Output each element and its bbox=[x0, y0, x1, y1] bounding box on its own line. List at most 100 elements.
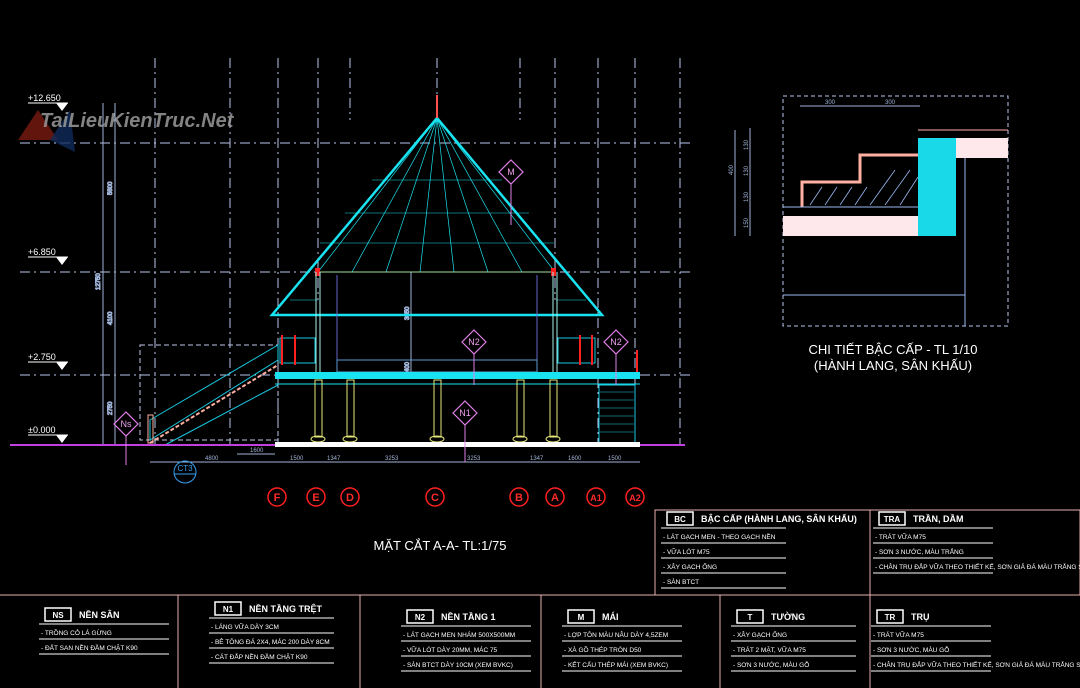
axis-bubble: E bbox=[306, 487, 326, 507]
legend-item: - SÀN BTCT DÀY 10CM (XEM BVKC) bbox=[403, 660, 513, 669]
legend-code-box bbox=[736, 609, 764, 624]
svg-text:D: D bbox=[346, 492, 354, 504]
svg-text:130: 130 bbox=[744, 191, 750, 202]
svg-text:E: E bbox=[312, 492, 319, 504]
legend-code: T bbox=[748, 613, 753, 622]
axis-bubbles: F E D C B A A1 A2 bbox=[267, 487, 645, 507]
legend-title: TƯỜNG bbox=[771, 611, 805, 622]
section-title: MẶT CẮT A-A- TL:1/75 bbox=[374, 538, 507, 553]
svg-text:1347: 1347 bbox=[530, 456, 544, 462]
legend-title: NỀN SÂN bbox=[79, 609, 120, 620]
svg-text:4100: 4100 bbox=[108, 311, 114, 325]
legend-item: - XÂY GẠCH ỐNG bbox=[663, 561, 717, 571]
legend-tra: TRA TRẦN, DẦM - TRÁT VỮA M75 - SƠN 3 NƯỚC, … bbox=[873, 511, 1080, 574]
material-tags: M N2 N2 N1 Ns bbox=[113, 159, 629, 465]
legend-item: - CHÂN TRỤ ĐẮP VỮA THEO THIẾT KẾ, SƠN GI… bbox=[873, 659, 1080, 669]
railings bbox=[279, 335, 638, 372]
svg-text:1600: 1600 bbox=[250, 448, 264, 454]
svg-text:1347: 1347 bbox=[327, 456, 341, 462]
legend-item: - SƠN 3 NƯỚC, MÀU GỖ bbox=[873, 645, 949, 654]
legend-item: - TRÁT VỮA M75 bbox=[873, 630, 924, 639]
right-stair bbox=[598, 384, 636, 444]
horizontal-dimensions: 4800 1600 1500 1347 3253 3253 1347 1600 … bbox=[150, 448, 640, 463]
vertical-dimensions: 5800 12750 4100 2750 3650 400 bbox=[96, 103, 412, 445]
legend-item: - CÁT ĐẮP NỀN ĐẦM CHẶT K90 bbox=[211, 651, 308, 661]
legend-title: TRẦN, DẦM bbox=[913, 514, 964, 524]
legend-item: - BÊ TÔNG ĐÁ 2X4, MÁC 200 DÀY 8CM bbox=[211, 637, 330, 646]
detail-subtitle: (HÀNH LANG, SÂN KHẤU) bbox=[814, 358, 972, 373]
level-marker: +12.650 bbox=[28, 93, 68, 111]
legend-item: - TRÁT VỮA M75 bbox=[875, 532, 926, 541]
legend-item: - SƠN 3 NƯỚC, MÀU GỖ bbox=[733, 660, 809, 669]
svg-text:300: 300 bbox=[885, 100, 896, 106]
legend-title: NỀN TẦNG TRỆT bbox=[249, 603, 323, 614]
legend-item: - XÀ GỒ THÉP TRÒN D50 bbox=[564, 644, 642, 654]
svg-text:150: 150 bbox=[744, 217, 750, 228]
svg-text:N1: N1 bbox=[459, 408, 471, 418]
tag-n2: N2 bbox=[461, 329, 487, 385]
svg-text:400: 400 bbox=[729, 164, 735, 175]
legend-code-box bbox=[406, 609, 434, 624]
svg-text:F: F bbox=[274, 492, 281, 504]
legend-item: - LÁT GẠCH MEN - THEO GẠCH NỀN bbox=[663, 531, 776, 541]
axis-bubble: A1 bbox=[586, 487, 606, 507]
legend-item: - TRÁT 2 MẶT, VỮA M75 bbox=[733, 645, 806, 654]
svg-text:A1: A1 bbox=[590, 493, 602, 503]
svg-text:±0.000: ±0.000 bbox=[28, 425, 55, 435]
level-markers: +12.650 +6.850 +2.750 ±0.000 bbox=[28, 93, 68, 443]
svg-text:+2.750: +2.750 bbox=[28, 352, 56, 362]
axis-bubble: A bbox=[545, 487, 565, 507]
axis-bubble: A2 bbox=[625, 487, 645, 507]
svg-text:+6.850: +6.850 bbox=[28, 247, 56, 257]
tag-m: M bbox=[498, 159, 524, 225]
roof bbox=[269, 95, 605, 317]
left-stair bbox=[147, 344, 279, 446]
axis-bubble: B bbox=[509, 487, 529, 507]
legend-table-frame bbox=[0, 509, 1080, 688]
legend-code: NS bbox=[52, 611, 64, 620]
legend-title: BẬC CẤP (HÀNH LANG, SÂN KHẤU) bbox=[701, 513, 857, 524]
svg-text:3253: 3253 bbox=[385, 456, 399, 462]
legend-title: MÁI bbox=[602, 612, 619, 622]
legend-code-box bbox=[214, 601, 242, 616]
svg-text:4800: 4800 bbox=[205, 456, 219, 462]
svg-text:5800: 5800 bbox=[108, 181, 114, 195]
tag-n1: N1 bbox=[452, 400, 478, 462]
svg-text:1600: 1600 bbox=[568, 456, 582, 462]
level-marker: +6.850 bbox=[28, 247, 68, 265]
svg-text:3650: 3650 bbox=[405, 306, 411, 320]
svg-text:1500: 1500 bbox=[608, 456, 622, 462]
legend-code: N2 bbox=[415, 613, 426, 622]
axis-bubble: D bbox=[340, 487, 360, 507]
level-marker: ±0.000 bbox=[28, 425, 68, 443]
axis-bubble: F bbox=[267, 487, 287, 507]
legend-item: - SƠN 3 NƯỚC, MÀU TRẮNG bbox=[875, 547, 964, 556]
tag-ns: Ns bbox=[113, 411, 139, 465]
svg-text:12750: 12750 bbox=[96, 273, 102, 290]
legend-item: - LỢP TÔN MÀU NÂU DÀY 4,5ZEM bbox=[564, 630, 668, 639]
legend-item: - TRỒNG CỎ LÁ GỪNG bbox=[41, 627, 112, 637]
svg-text:M: M bbox=[507, 167, 515, 177]
floor-slab bbox=[275, 372, 640, 379]
svg-text:N2: N2 bbox=[468, 337, 480, 347]
legend-code-box bbox=[567, 609, 595, 624]
legend-code-box bbox=[878, 511, 906, 526]
svg-text:130: 130 bbox=[744, 165, 750, 176]
legend-title: NỀN TẦNG 1 bbox=[441, 612, 496, 622]
svg-text:C: C bbox=[431, 492, 439, 504]
legend-item: - VỮA LÓT DÀY 20MM, MÁC 75 bbox=[403, 645, 498, 654]
legend-code: TRA bbox=[884, 515, 901, 524]
svg-text:CT3: CT3 bbox=[177, 464, 193, 473]
svg-text:3253: 3253 bbox=[467, 456, 481, 462]
legend-code: BC bbox=[674, 515, 686, 524]
legend-item: - VỮA LÓT M75 bbox=[663, 547, 710, 556]
legend-code-box bbox=[44, 607, 72, 622]
svg-text:300: 300 bbox=[825, 100, 836, 106]
watermark-text: TaiLieuKienTruc.Net bbox=[40, 110, 235, 132]
